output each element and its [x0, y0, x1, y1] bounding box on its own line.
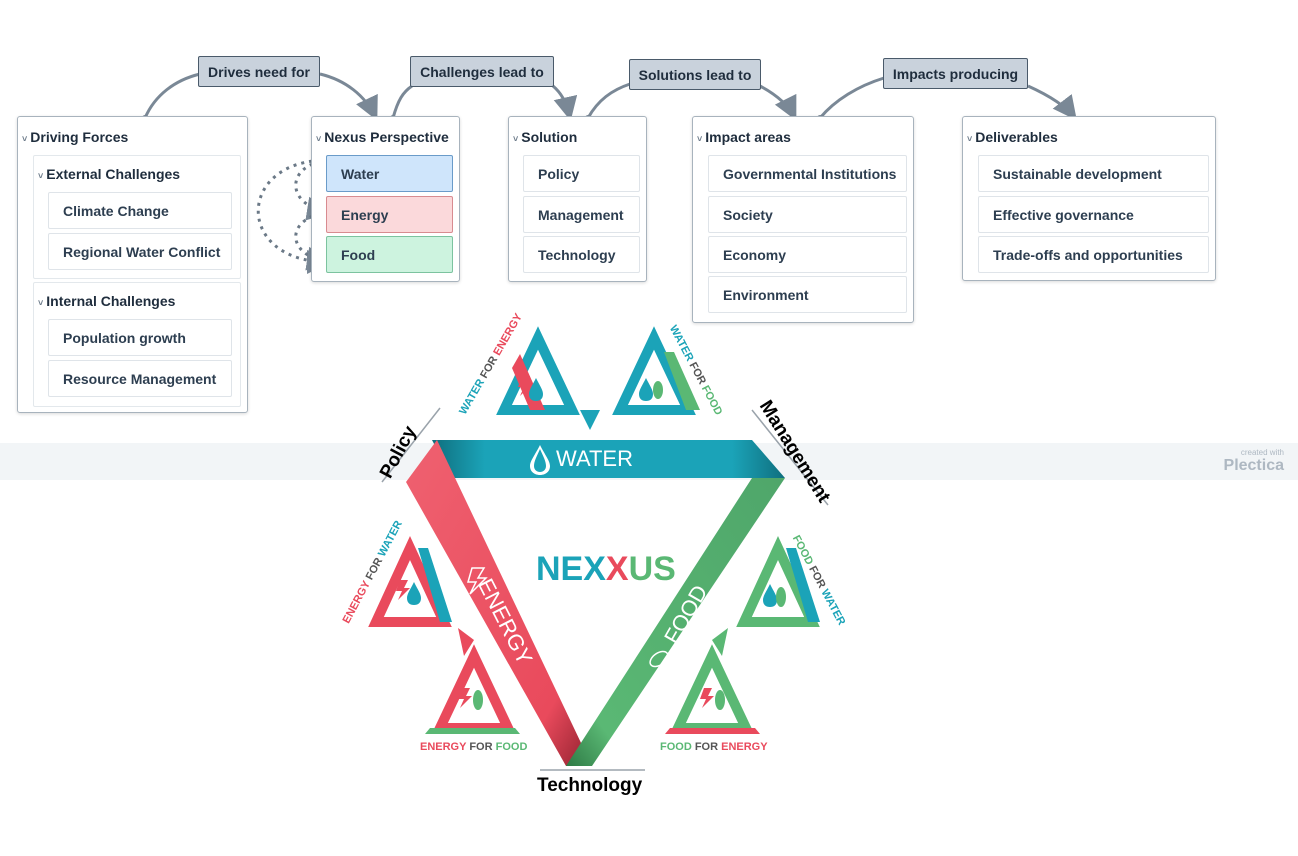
mini-food-for-energy: FOOD FOR ENERGY	[660, 644, 768, 753]
link-label-drives[interactable]: Drives need for	[198, 56, 320, 87]
plectica-logo-text: Plectica	[1223, 457, 1284, 474]
item-society[interactable]: Society	[708, 196, 907, 233]
driving-forces-title: Driving Forces	[30, 129, 129, 145]
item-economy[interactable]: Economy	[708, 236, 907, 273]
item-climate-change[interactable]: Climate Change	[48, 192, 232, 229]
item-resource-management[interactable]: Resource Management	[48, 360, 232, 397]
bar-food	[566, 478, 785, 766]
lightning-icon-bar	[467, 567, 488, 595]
deliverables-title: Deliverables	[975, 129, 1058, 145]
loop-water-food	[256, 158, 331, 274]
item-policy[interactable]: Policy	[523, 155, 640, 192]
internal-challenges-title: Internal Challenges	[46, 293, 176, 309]
leaf-icon-bar	[649, 650, 669, 668]
link-label-impacts[interactable]: Impacts producing	[883, 58, 1028, 89]
group-internal-challenges[interactable]: ˅Internal Challenges Population growth R…	[33, 282, 241, 407]
item-regional-water-conflict[interactable]: Regional Water Conflict	[48, 233, 232, 270]
bar-energy	[406, 440, 592, 766]
group-external-challenges[interactable]: ˅External Challenges Climate Change Regi…	[33, 155, 241, 279]
card-deliverables[interactable]: ˅Deliverables Sustainable development Ef…	[962, 116, 1216, 281]
item-water[interactable]: Water	[326, 155, 453, 192]
card-nexus-perspective[interactable]: ˅Nexus Perspective Water Energy Food	[311, 116, 460, 282]
chevron-down-icon[interactable]: ˅	[22, 134, 28, 144]
bar-water-label: WATER	[556, 446, 633, 471]
chevron-down-icon[interactable]: ˅	[38, 171, 44, 181]
mini-energy-for-water: ENERGY FOR WATER	[341, 519, 452, 627]
nexus-loops	[256, 158, 331, 274]
item-energy[interactable]: Energy	[326, 196, 453, 233]
chevron-down-icon[interactable]: ˅	[697, 134, 703, 144]
arc-impacts-start	[818, 76, 885, 119]
arc-drives-end	[319, 72, 378, 121]
svg-text:FOOD FOR ENERGY: FOOD FOR ENERGY	[660, 741, 768, 753]
corner-lines	[381, 407, 829, 771]
arc-drives-start	[143, 72, 201, 119]
link-label-challenges[interactable]: Challenges lead to	[410, 56, 554, 87]
arc-solutions-start	[586, 82, 631, 119]
solution-title: Solution	[521, 129, 578, 145]
corner-label-technology: Technology	[537, 775, 643, 796]
arc-challenges-start	[391, 84, 413, 119]
arc-solutions-end	[759, 84, 797, 121]
nexus-logo: NEXXUS	[536, 550, 676, 588]
external-challenges-title: External Challenges	[46, 166, 181, 182]
link-arcs	[143, 72, 1077, 121]
card-driving-forces[interactable]: ˅Driving Forces ˅External Challenges Cli…	[17, 116, 248, 413]
nexus-perspective-title: Nexus Perspective	[324, 129, 449, 145]
item-effective-governance[interactable]: Effective governance	[978, 196, 1209, 233]
chevron-down-icon[interactable]: ˅	[316, 134, 322, 144]
arc-impacts-end	[1027, 84, 1077, 121]
impact-areas-title: Impact areas	[705, 129, 791, 145]
item-management[interactable]: Management	[523, 196, 640, 233]
chevron-down-icon[interactable]: ˅	[513, 134, 519, 144]
bar-water	[432, 440, 785, 478]
plectica-watermark: created with Plectica	[1223, 448, 1284, 474]
item-governmental-institutions[interactable]: Governmental Institutions	[708, 155, 907, 192]
item-trade-offs[interactable]: Trade-offs and opportunities	[978, 236, 1209, 273]
card-solution[interactable]: ˅Solution Policy Management Technology	[508, 116, 647, 282]
mini-water-for-food: WATER FOR FOOD	[612, 323, 724, 417]
mini-water-for-energy: WATER FOR ENERGY	[457, 311, 580, 417]
chevron-down-icon[interactable]: ˅	[38, 298, 44, 308]
chevron-down-icon[interactable]: ˅	[967, 134, 973, 144]
card-impact-areas[interactable]: ˅Impact areas Governmental Institutions …	[692, 116, 914, 323]
arc-challenges-end	[552, 84, 578, 121]
item-sustainable-development[interactable]: Sustainable development	[978, 155, 1209, 192]
mini-food-for-water: FOOD FOR WATER	[736, 533, 847, 627]
svg-text:ENERGY FOR FOOD: ENERGY FOR FOOD	[420, 741, 527, 753]
item-environment[interactable]: Environment	[708, 276, 907, 313]
item-population-growth[interactable]: Population growth	[48, 319, 232, 356]
mini-energy-for-food: ENERGY FOR FOOD	[420, 644, 527, 753]
item-technology[interactable]: Technology	[523, 236, 640, 273]
item-food[interactable]: Food	[326, 236, 453, 273]
link-label-solutions[interactable]: Solutions lead to	[629, 59, 761, 90]
